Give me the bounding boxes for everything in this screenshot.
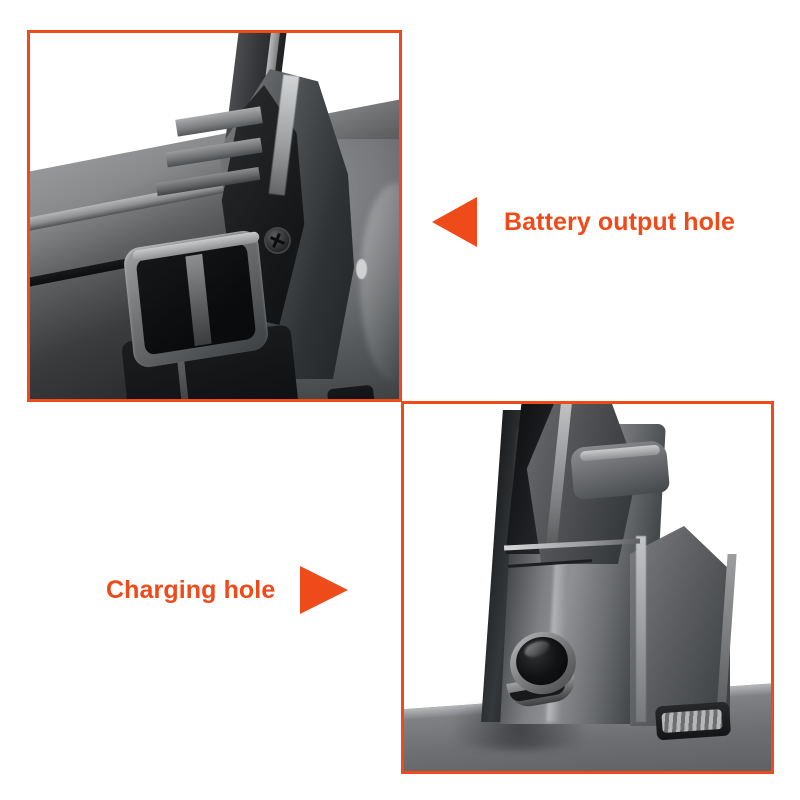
dome-reflection-dot [356,259,367,279]
arrow-left-icon [432,197,477,247]
callout-charging-hole: Charging hole [106,564,349,616]
battery-shoulder-step [630,526,730,726]
battery-output-hole-image [30,33,399,399]
vent-grille-fins [661,708,723,734]
charging-hole-panel[interactable] [401,401,774,774]
shoulder-highlight [636,536,646,722]
arrow-right-icon [300,566,349,614]
callout-label-charging-hole: Charging hole [106,575,276,604]
battery-output-hole-panel[interactable] [27,30,402,402]
charging-hole-image [404,404,771,771]
callout-battery-output-hole: Battery output hole [432,196,735,248]
callout-label-battery-output-hole: Battery output hole [504,207,736,236]
